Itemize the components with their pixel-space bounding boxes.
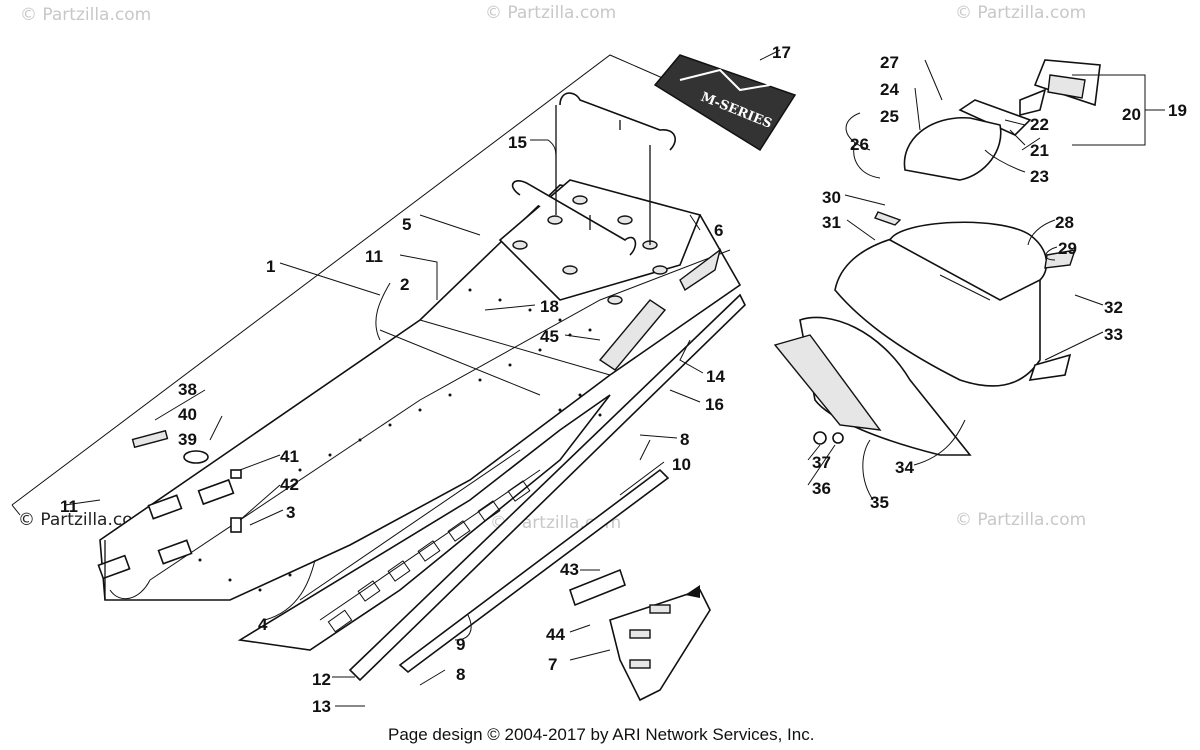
decal-45 (598, 299, 667, 371)
callout-34: 34 (895, 458, 914, 477)
callout-28: 28 (1055, 213, 1074, 232)
watermark: © Partzilla.com (955, 510, 1086, 530)
callout-36: 36 (812, 479, 831, 498)
callout-20: 20 (1122, 105, 1141, 124)
running-board-cutouts (327, 480, 531, 633)
watermark: © Partzilla.com (20, 5, 151, 25)
callout-25: 25 (880, 107, 899, 126)
callout-32: 32 (1104, 298, 1123, 317)
left-hardware (131, 429, 242, 533)
callout-42: 42 (280, 475, 299, 494)
callout-10: 10 (672, 455, 691, 474)
callout-27: 27 (880, 53, 899, 72)
callout-39: 39 (178, 430, 197, 449)
callout-15: 15 (508, 133, 527, 152)
rear-bumper (511, 92, 676, 256)
callout-31: 31 (822, 213, 841, 232)
callout-33: 33 (1104, 325, 1123, 344)
leader-lines (64, 49, 1165, 707)
footer-copyright: Page design © 2004-2017 by ARI Network S… (388, 725, 814, 744)
callout-12: 12 (312, 670, 331, 689)
callout-40: 40 (178, 405, 197, 424)
callout-13: 13 (312, 697, 331, 716)
callout-29: 29 (1058, 239, 1077, 258)
callout-11: 11 (365, 247, 383, 266)
wiring-harness (97, 478, 235, 600)
rear-hood (834, 221, 1048, 387)
callout-37: 37 (812, 453, 831, 472)
callout-8: 8 (680, 430, 689, 449)
callout-22: 22 (1030, 115, 1049, 134)
callout-7: 7 (548, 655, 557, 674)
callout-18: 18 (540, 297, 559, 316)
callout-8b: 8 (456, 665, 465, 684)
callout-3: 3 (286, 503, 295, 522)
callout-24: 24 (880, 80, 899, 99)
callout-6: 6 (714, 221, 723, 240)
callout-19: 19 (1168, 101, 1187, 120)
reinforcement-plate (569, 568, 711, 702)
callout-30: 30 (822, 188, 841, 207)
watermark: © Partzilla.com (955, 3, 1086, 23)
callout-1: 1 (266, 257, 275, 276)
snow-flap (773, 211, 1077, 456)
watermark: © Partzilla.com (18, 510, 149, 530)
callout-11b: 11 (60, 497, 78, 516)
callout-14: 14 (706, 367, 725, 386)
taillight-assembly (903, 59, 1101, 181)
callout-5: 5 (402, 215, 411, 234)
callout-4: 4 (258, 615, 268, 634)
callout-23: 23 (1030, 167, 1049, 186)
callout-44: 44 (546, 625, 565, 644)
callout-2: 2 (400, 275, 409, 294)
callout-41: 41 (280, 447, 299, 466)
callout-16: 16 (705, 395, 724, 414)
callout-38: 38 (178, 380, 197, 399)
watermark: © Partzilla.com (485, 3, 616, 23)
rivet-dots (198, 288, 602, 592)
m-series-decal: M-SERIES (653, 54, 797, 152)
callout-labels: 1 2 3 4 5 6 7 8 8 9 10 11 11 12 13 14 15… (60, 43, 1187, 716)
callout-45: 45 (540, 327, 559, 346)
callout-26: 26 (850, 135, 869, 154)
slide-rails (348, 293, 746, 682)
callout-35: 35 (870, 493, 889, 512)
callout-43: 43 (560, 560, 579, 579)
watermarks: © Partzilla.com © Partzilla.com © Partzi… (18, 3, 1086, 533)
callout-17: 17 (772, 43, 791, 62)
vent-decal (679, 248, 722, 292)
callout-21: 21 (1030, 141, 1049, 160)
callout-9: 9 (456, 635, 465, 654)
